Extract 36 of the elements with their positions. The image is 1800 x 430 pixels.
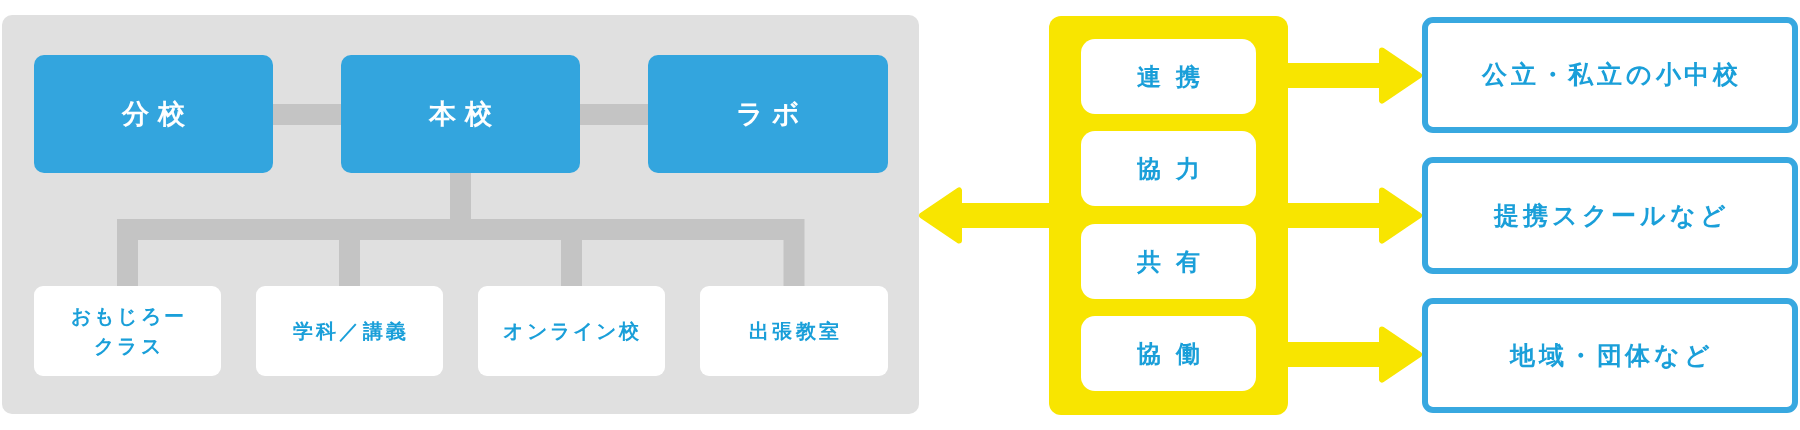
program-box xyxy=(34,286,221,376)
box-label: 分校 xyxy=(120,96,194,131)
arrow xyxy=(919,187,1049,244)
arrow xyxy=(1288,187,1422,244)
program-box xyxy=(700,286,888,376)
box-label: 学科／講義 xyxy=(292,318,410,345)
box-label: 協働 xyxy=(1136,338,1215,370)
partner-box xyxy=(1422,17,1798,133)
arrow xyxy=(1288,326,1422,383)
partner-box xyxy=(1422,298,1798,413)
campus-box xyxy=(34,55,273,173)
box-label: オンライン校 xyxy=(502,318,643,345)
collaboration-panel xyxy=(1049,16,1288,415)
campus-box xyxy=(648,55,888,173)
box-label: 公立・私立の小中校 xyxy=(1480,59,1742,92)
connector-line xyxy=(273,104,341,125)
campus-box xyxy=(341,55,580,173)
partner-box xyxy=(1422,157,1798,274)
box-label: 地域・団体など xyxy=(1508,339,1714,372)
connector-line xyxy=(580,104,648,125)
program-box xyxy=(256,286,443,376)
box-label: 連携 xyxy=(1136,61,1215,93)
box-label: 出張教室 xyxy=(748,318,842,345)
keyword-box xyxy=(1081,316,1256,391)
arrow xyxy=(1288,47,1422,104)
box-label: おもじろークラス xyxy=(70,303,189,360)
keyword-box xyxy=(1081,224,1256,299)
keyword-box xyxy=(1081,131,1256,206)
box-label: 共有 xyxy=(1136,246,1215,278)
keyword-box xyxy=(1081,39,1256,114)
box-label: 提携スクールなど xyxy=(1492,199,1730,232)
program-box xyxy=(478,286,665,376)
box-label: 本校 xyxy=(428,96,501,131)
group-panel xyxy=(2,15,919,414)
box-label: 協力 xyxy=(1136,153,1215,185)
box-label: ラボ xyxy=(734,96,809,131)
